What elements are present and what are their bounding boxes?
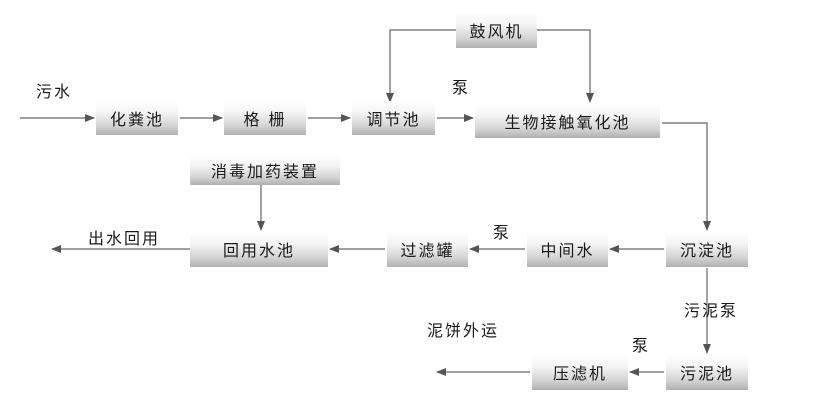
- reuse-tank-label: 回用水池: [222, 241, 295, 260]
- sewage-label: 污水: [36, 82, 73, 101]
- filter-press-box: 压滤机: [532, 354, 628, 390]
- disinfection-dosing-box: 消毒加药装置: [190, 155, 340, 185]
- arrow-blower-to-bio: [537, 29, 594, 103]
- grille-label: 格 栅: [243, 110, 287, 129]
- blower-box: 鼓风机: [456, 12, 537, 48]
- sedimentation-tank-label: 沉淀池: [679, 241, 734, 260]
- septic-tank-label: 化粪池: [109, 110, 164, 129]
- regulating-tank-label: 调节池: [366, 110, 421, 129]
- pump-label-regulating: 泵: [452, 78, 471, 97]
- septic-tank-box: 化粪池: [96, 101, 178, 135]
- disinfection-dosing-label: 消毒加药装置: [210, 162, 319, 181]
- pump-label-filter: 泵: [493, 223, 512, 242]
- blower-label: 鼓风机: [469, 22, 524, 41]
- intermediate-water-label: 中间水: [540, 241, 595, 260]
- reuse-tank-box: 回用水池: [190, 231, 328, 267]
- cake-transport-label: 泥饼外运: [427, 321, 500, 340]
- bio-contact-oxidation-tank-box: 生物接触氧化池: [475, 104, 660, 138]
- sludge-pump-label: 污泥泵: [684, 301, 739, 320]
- arrow-bio-to-sedimentation: [662, 122, 711, 231]
- pump-label-sludge: 泵: [632, 336, 651, 355]
- sludge-tank-box: 污泥池: [666, 354, 748, 390]
- effluent-reuse-label: 出水回用: [88, 229, 161, 248]
- sedimentation-tank-box: 沉淀池: [666, 231, 748, 267]
- sludge-tank-label: 污泥池: [679, 364, 734, 383]
- intermediate-water-box: 中间水: [527, 231, 608, 267]
- filter-press-label: 压滤机: [552, 364, 607, 383]
- filter-tank-box: 过滤罐: [387, 231, 468, 267]
- filter-tank-label: 过滤罐: [400, 241, 455, 260]
- bio-contact-oxidation-tank-label: 生物接触氧化池: [504, 113, 631, 132]
- arrow-blower-to-regulating: [386, 29, 456, 103]
- regulating-tank-box: 调节池: [352, 101, 435, 135]
- grille-box: 格 栅: [224, 101, 306, 135]
